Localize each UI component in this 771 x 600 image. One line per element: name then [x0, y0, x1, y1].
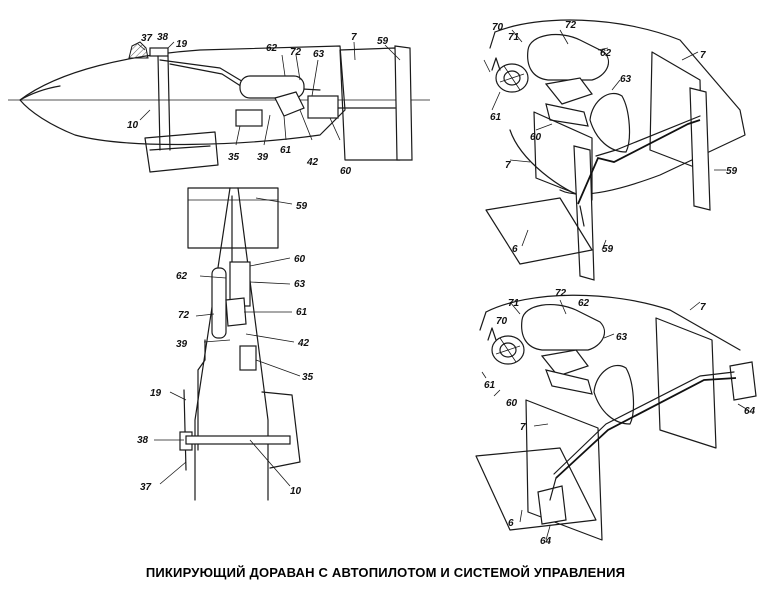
- label-19-top: 19: [150, 388, 162, 399]
- label-37-top: 37: [140, 482, 152, 493]
- label-61-top: 61: [296, 307, 308, 318]
- label-60-top: 60: [294, 254, 306, 265]
- label-59: 59: [377, 36, 389, 47]
- label-62: 62: [266, 43, 278, 54]
- label-35: 35: [228, 152, 240, 163]
- callout-labels: 37 38 19 62 72 63 7 59 10 35 39 61 42 60…: [127, 20, 756, 547]
- label-42-top: 42: [297, 338, 310, 349]
- label-71-lower: 71: [508, 298, 520, 309]
- label-60: 60: [340, 166, 352, 177]
- label-7: 7: [351, 32, 357, 43]
- label-63-top: 63: [294, 279, 306, 290]
- label-72-top: 72: [178, 310, 190, 321]
- label-70-lower: 70: [496, 316, 508, 327]
- label-63-upper: 63: [620, 74, 632, 85]
- label-63-lower: 63: [616, 332, 628, 343]
- label-62-lower: 62: [578, 298, 590, 309]
- label-71-upper: 71: [508, 32, 520, 43]
- label-38-top: 38: [137, 435, 149, 446]
- label-61-lower: 61: [484, 380, 496, 391]
- top-view: [154, 187, 301, 501]
- label-59-upper-left: 59: [602, 244, 614, 255]
- perspective-view-lower: [475, 294, 757, 541]
- label-62-upper: 62: [600, 48, 612, 59]
- side-view: [8, 41, 430, 173]
- label-37: 37: [141, 33, 153, 44]
- label-70-upper: 70: [492, 22, 504, 33]
- label-7-upper-left: 7: [505, 160, 511, 171]
- label-61-upper: 61: [490, 112, 502, 123]
- label-10-top: 10: [290, 486, 302, 497]
- label-6-upper: 6: [512, 244, 518, 255]
- label-42: 42: [306, 157, 319, 168]
- label-64-lower-right: 64: [744, 406, 756, 417]
- perspective-view-upper: [483, 19, 746, 281]
- label-60-upper: 60: [530, 132, 542, 143]
- label-60-lower: 60: [506, 398, 518, 409]
- label-72: 72: [290, 47, 302, 58]
- label-39-top: 39: [176, 339, 188, 350]
- label-59-upper-right: 59: [726, 166, 738, 177]
- label-10: 10: [127, 120, 139, 131]
- label-59-top: 59: [296, 201, 308, 212]
- label-39: 39: [257, 152, 269, 163]
- label-19: 19: [176, 39, 188, 50]
- label-72-upper: 72: [565, 20, 577, 31]
- label-72-lower: 72: [555, 288, 567, 299]
- label-35-top: 35: [302, 372, 314, 383]
- label-38: 38: [157, 32, 169, 43]
- label-63: 63: [313, 49, 325, 60]
- label-7-lower-left: 7: [520, 422, 526, 433]
- label-61: 61: [280, 145, 292, 156]
- label-7-upper-right: 7: [700, 50, 706, 61]
- label-64-lower-left: 64: [540, 536, 552, 547]
- figure-caption: ПИКИРУЮЩИЙ ДОРАВАН С АВТОПИЛОТОМ И СИСТЕ…: [145, 565, 626, 580]
- label-62-top: 62: [176, 271, 188, 282]
- label-7-lower-right: 7: [700, 302, 706, 313]
- label-6-lower: 6: [508, 518, 514, 529]
